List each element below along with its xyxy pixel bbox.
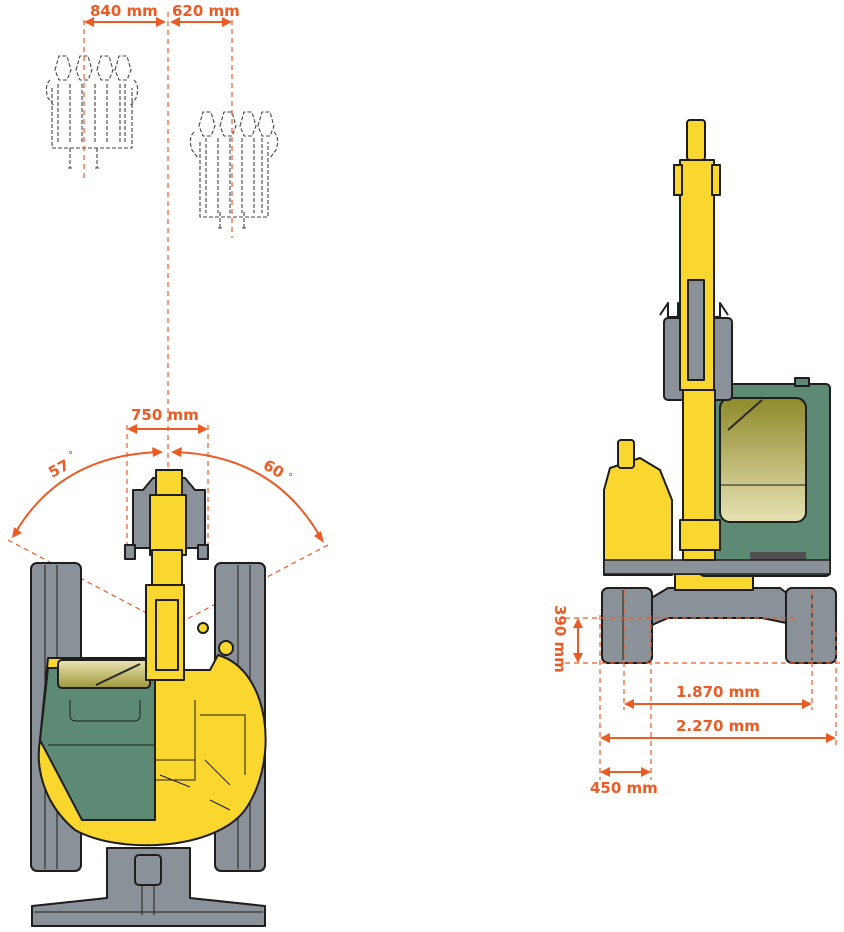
overall-width-label: 2.270 mm <box>676 717 760 735</box>
track-gauge-label: 1.870 mm <box>676 683 760 701</box>
track-gauge-arrow <box>624 699 812 709</box>
boom-offset-left-label: 840 mm <box>90 2 158 20</box>
bucket-width-label: 750 mm <box>131 406 199 424</box>
ground-clearance-label: 390 mm <box>551 605 569 673</box>
swing-arc-right <box>171 447 324 543</box>
bucket-width-arrow <box>127 424 208 434</box>
upper-house-front <box>603 377 831 577</box>
ground-clearance-arrow <box>573 618 583 663</box>
top-view: 840 mm 620 mm 750 mm 57 ° 60 ° <box>7 2 329 927</box>
boom-arm-top-view <box>145 494 209 681</box>
shoe-width-arrow <box>600 767 651 777</box>
overall-width-arrow <box>600 733 836 743</box>
swing-line-right <box>169 544 329 629</box>
undercarriage-front <box>601 573 837 664</box>
ghost-bucket-left <box>45 55 139 169</box>
swing-angle-left-degree: ° <box>68 450 73 461</box>
offset-dimension-arrows <box>84 17 232 27</box>
boom-offset-right-label: 620 mm <box>172 2 240 20</box>
dozer-blade <box>31 847 266 927</box>
swing-arc-left <box>12 447 163 538</box>
boom-arm-front-view <box>673 119 721 561</box>
shoe-width-label: 450 mm <box>590 779 658 797</box>
upper-structure <box>37 640 267 847</box>
swing-angle-right-degree: ° <box>288 472 293 483</box>
front-view: 390 mm 1.870 mm 2.270 mm 450 mm <box>551 119 840 797</box>
ghost-bucket-right <box>189 111 279 229</box>
